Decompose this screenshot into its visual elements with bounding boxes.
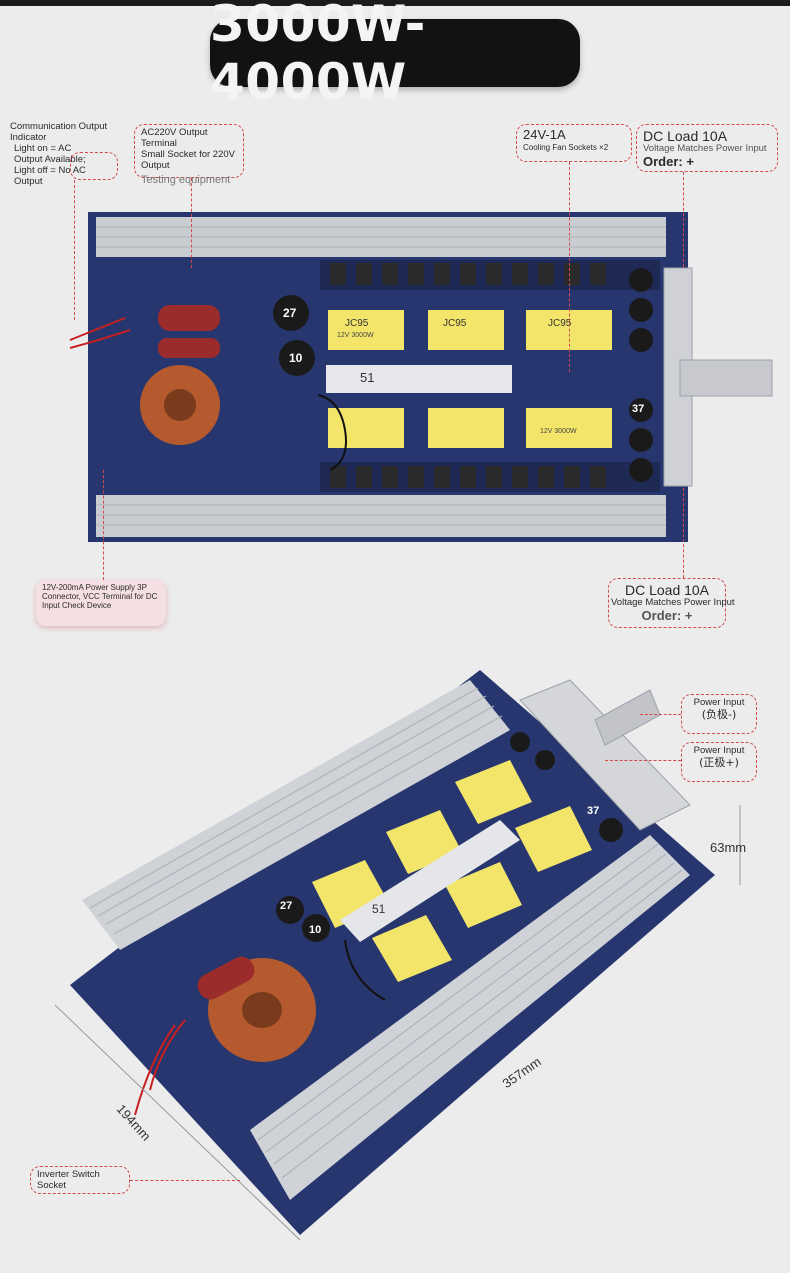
top-bar: [0, 0, 790, 6]
callout-fan-sockets: 24V-1A Cooling Fan Sockets ×2: [516, 124, 632, 162]
callout-comm-indicator-box: [70, 152, 118, 180]
transformer-spec-3: 12V 3000W: [540, 428, 577, 435]
callout-inverter-switch: Inverter Switch Socket: [30, 1166, 130, 1194]
leader-fan: [569, 162, 570, 372]
cap-label-37-perspective: 37: [587, 805, 600, 817]
leader-power-neg: [640, 714, 681, 715]
callout-dc-load-top: DC Load 10A Voltage Matches Power Input …: [636, 124, 778, 172]
dimension-height: 63mm: [710, 840, 747, 855]
board-perspective-view: [54, 670, 741, 1241]
leader-inverter-switch: [130, 1180, 240, 1181]
leader-dc-top: [683, 172, 684, 267]
leader-3p: [103, 470, 104, 580]
bar-label-51: 51: [360, 370, 375, 385]
callout-ac220: AC220V Output Terminal Small Socket for …: [134, 124, 244, 186]
transformer-label-2: JC95: [443, 318, 467, 329]
leader-power-pos: [605, 760, 681, 761]
leader-ac220: [191, 178, 192, 268]
cap-label-10-perspective: 10: [309, 924, 322, 936]
title-banner: 3000W-4000W: [210, 0, 580, 111]
callout-power-input-neg: Power Input (负极-): [681, 694, 757, 734]
callout-dc-load-bottom: DC Load 10A Voltage Matches Power Input …: [608, 578, 735, 628]
transformer-label-3: JC95: [548, 318, 572, 329]
callout-comm-indicator: Communication Output Indicator Light on …: [10, 121, 108, 187]
leader-dc-bottom: [683, 488, 684, 578]
cap-label-27-perspective: 27: [280, 900, 293, 912]
cap-label-10: 10: [289, 351, 303, 365]
cap-label-37: 37: [632, 403, 645, 415]
callout-power-input-pos: Power Input (正极+): [681, 742, 757, 782]
board-top-view: [69, 212, 773, 542]
bar-label-51-perspective: 51: [372, 902, 386, 916]
page-title: 3000W-4000W: [210, 0, 426, 111]
leader-comm: [74, 180, 75, 320]
transformer-spec-1: 12V 3000W: [337, 332, 374, 339]
transformer-label-1: JC95: [345, 318, 369, 329]
cap-label-27: 27: [283, 306, 297, 320]
callout-power-supply-3p: 12V-200mA Power Supply 3P Connector, VCC…: [36, 580, 166, 626]
